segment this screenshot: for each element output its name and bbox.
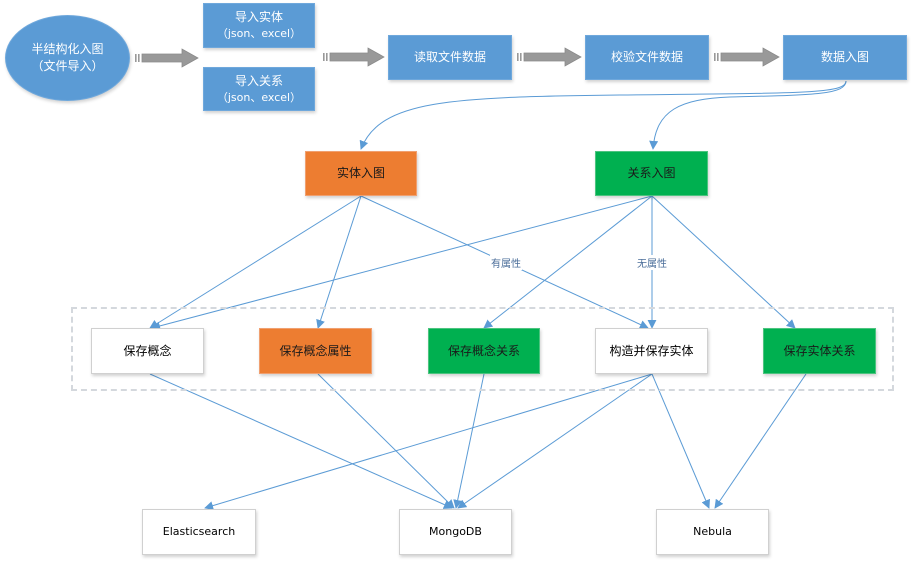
block-arrow-read-validate: [517, 47, 582, 67]
node-save-concept-rel[interactable]: 保存概念关系: [428, 328, 540, 374]
edge-relation-ingest-to-save-concept: [151, 195, 653, 331]
node-mongodb[interactable]: MongoDB: [399, 509, 512, 555]
node-data-ingest[interactable]: 数据入图: [783, 35, 907, 80]
edge-build-save-entity-to-mongodb: [457, 373, 653, 509]
node-read-file-label: 读取文件数据: [413, 50, 486, 64]
node-import-entity[interactable]: 导入实体 （json、excel）: [203, 3, 315, 48]
edge-label-no-attr: 无属性: [636, 255, 668, 270]
node-start-line1: 半结构化入图: [31, 42, 104, 56]
node-build-save-entity-label: 构造并保存实体: [609, 343, 694, 358]
save-steps-group: [71, 307, 894, 391]
edge-data-ingest-to-relation-ingest: [649, 80, 847, 150]
node-mongodb-label: MongoDB: [429, 525, 482, 538]
node-start[interactable]: 半结构化入图 （文件导入）: [5, 15, 130, 101]
edge-build-save-entity-to-elasticsearch: [204, 373, 653, 510]
node-entity-ingest-label: 实体入图: [336, 166, 385, 180]
node-save-concept[interactable]: 保存概念: [91, 328, 204, 374]
node-import-relation-line1: 导入关系: [234, 73, 283, 88]
edge-build-save-entity-to-nebula: [651, 373, 710, 509]
edge-save-concept-rel-to-mongodb: [453, 373, 485, 509]
node-start-line2: （文件导入）: [31, 59, 104, 73]
node-save-concept-rel-label: 保存概念关系: [447, 343, 520, 358]
block-arrow-imports-read: [323, 47, 385, 67]
edge-entity-ingest-to-save-concept-attr: [316, 195, 362, 329]
node-relation-ingest-label: 关系入图: [627, 166, 676, 180]
node-nebula[interactable]: Nebula: [656, 509, 769, 555]
node-import-entity-line2: （json、excel）: [216, 27, 302, 40]
node-relation-ingest[interactable]: 关系入图: [595, 151, 708, 196]
edge-data-ingest-to-entity-ingest: [359, 80, 847, 150]
node-entity-ingest[interactable]: 实体入图: [305, 151, 417, 196]
edge-relation-ingest-to-save-concept-rel: [483, 195, 653, 329]
node-import-entity-line1: 导入实体: [234, 10, 283, 24]
node-read-file[interactable]: 读取文件数据: [388, 35, 512, 80]
node-elasticsearch-label: Elasticsearch: [162, 525, 236, 538]
edge-relation-ingest-to-save-entity-rel: [651, 195, 796, 329]
node-nebula-label: Nebula: [693, 525, 732, 538]
node-import-relation-line2: （json、excel）: [216, 90, 302, 104]
node-validate-file-label: 校验文件数据: [610, 50, 683, 64]
block-arrow-start-imports: [135, 48, 199, 68]
edge-entity-ingest-to-save-concept: [149, 195, 362, 329]
node-save-entity-rel[interactable]: 保存实体关系: [763, 328, 876, 374]
node-validate-file[interactable]: 校验文件数据: [585, 35, 709, 80]
edge-save-entity-rel-to-nebula: [714, 373, 807, 509]
node-data-ingest-label: 数据入图: [820, 50, 869, 64]
block-arrow-validate-ingest: [714, 47, 780, 67]
node-import-relation[interactable]: 导入关系 （json、excel）: [203, 67, 315, 111]
node-save-concept-attr-label: 保存概念属性: [279, 343, 352, 358]
node-build-save-entity[interactable]: 构造并保存实体: [595, 328, 708, 374]
node-save-entity-rel-label: 保存实体关系: [783, 343, 856, 358]
edge-save-concept-to-mongodb: [149, 373, 453, 509]
edge-save-concept-attr-to-mongodb: [317, 373, 455, 509]
node-save-concept-attr[interactable]: 保存概念属性: [259, 328, 372, 374]
node-save-concept-label: 保存概念: [123, 343, 172, 358]
edge-label-has-attr: 有属性: [490, 255, 522, 270]
node-elasticsearch[interactable]: Elasticsearch: [142, 509, 256, 555]
